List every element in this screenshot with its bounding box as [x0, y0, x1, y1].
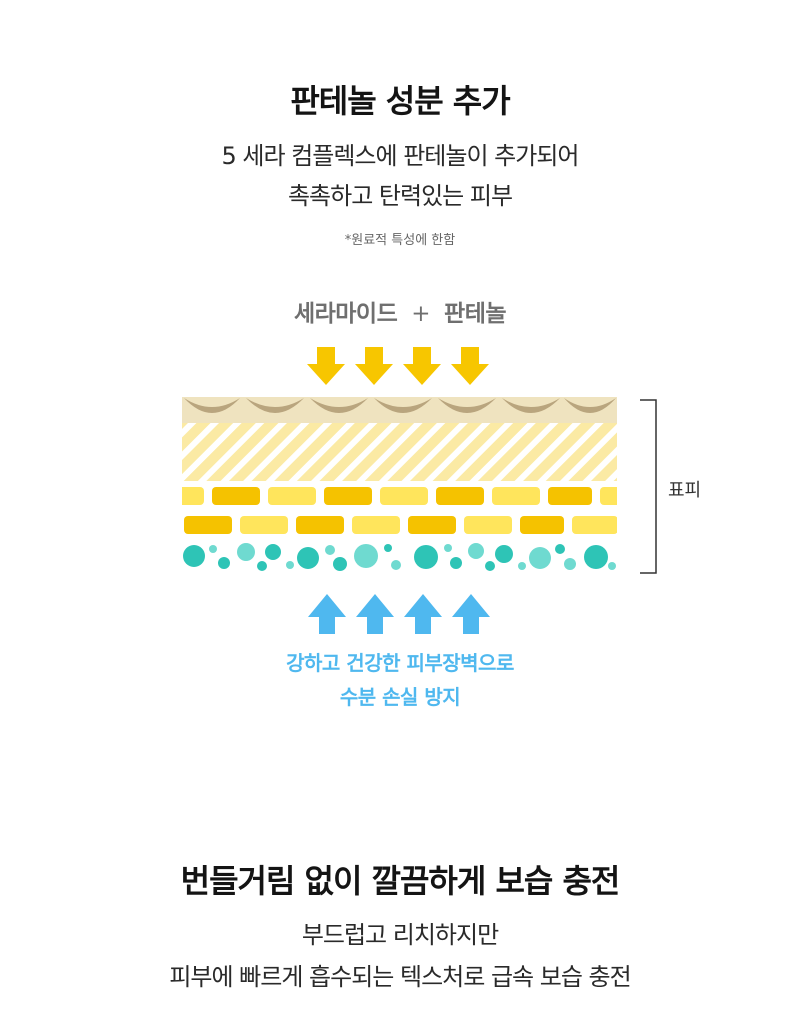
ingredient-note: *원료적 특성에 한함 [344, 233, 456, 248]
barrier-text-line-2: 수분 손실 방지 [339, 685, 461, 709]
down-arrow-icon [307, 347, 345, 385]
barrier-text-line-1: 강하고 건강한 피부장벽으로 [286, 651, 514, 675]
striped-layer [182, 423, 617, 481]
down-arrow-icon [403, 347, 441, 385]
brick-row-2 [184, 516, 617, 534]
down-arrow-icon [451, 347, 489, 385]
down-arrow-icons [307, 347, 489, 385]
section-title-moisture: 번들거림 없이 깔끔하게 보습 충전 [180, 862, 621, 900]
skin-scales [184, 398, 616, 413]
epidermis-label: 표피 [668, 480, 702, 501]
up-arrow-icon [404, 594, 442, 634]
moisture-dots [183, 543, 616, 571]
ingredient-ceramide: 세라마이드 [293, 301, 398, 327]
ingredient-heading: 세라마이드 + 판테놀 [0, 294, 800, 328]
plus-sign: + [411, 301, 431, 327]
down-arrow-icon [355, 347, 393, 385]
up-arrow-icons [308, 594, 490, 634]
up-arrow-icon [356, 594, 394, 634]
up-arrow-icon [308, 594, 346, 634]
texture-line-2: 피부에 빠르게 흡수되는 텍스처로 급속 보습 충전 [169, 963, 631, 991]
up-arrow-icon [452, 594, 490, 634]
epidermis-bracket [640, 399, 657, 574]
description-line-1: 5 세라 컴플렉스에 판테놀이 추가되어 [221, 142, 580, 170]
description-line-2: 촉촉하고 탄력있는 피부 [287, 182, 513, 210]
brick-row-1 [182, 487, 617, 505]
ingredient-panthenol: 판테놀 [444, 301, 507, 327]
texture-line-1: 부드럽고 리치하지만 [301, 921, 499, 949]
section-title-panthenol: 판테놀 성분 추가 [290, 82, 510, 120]
